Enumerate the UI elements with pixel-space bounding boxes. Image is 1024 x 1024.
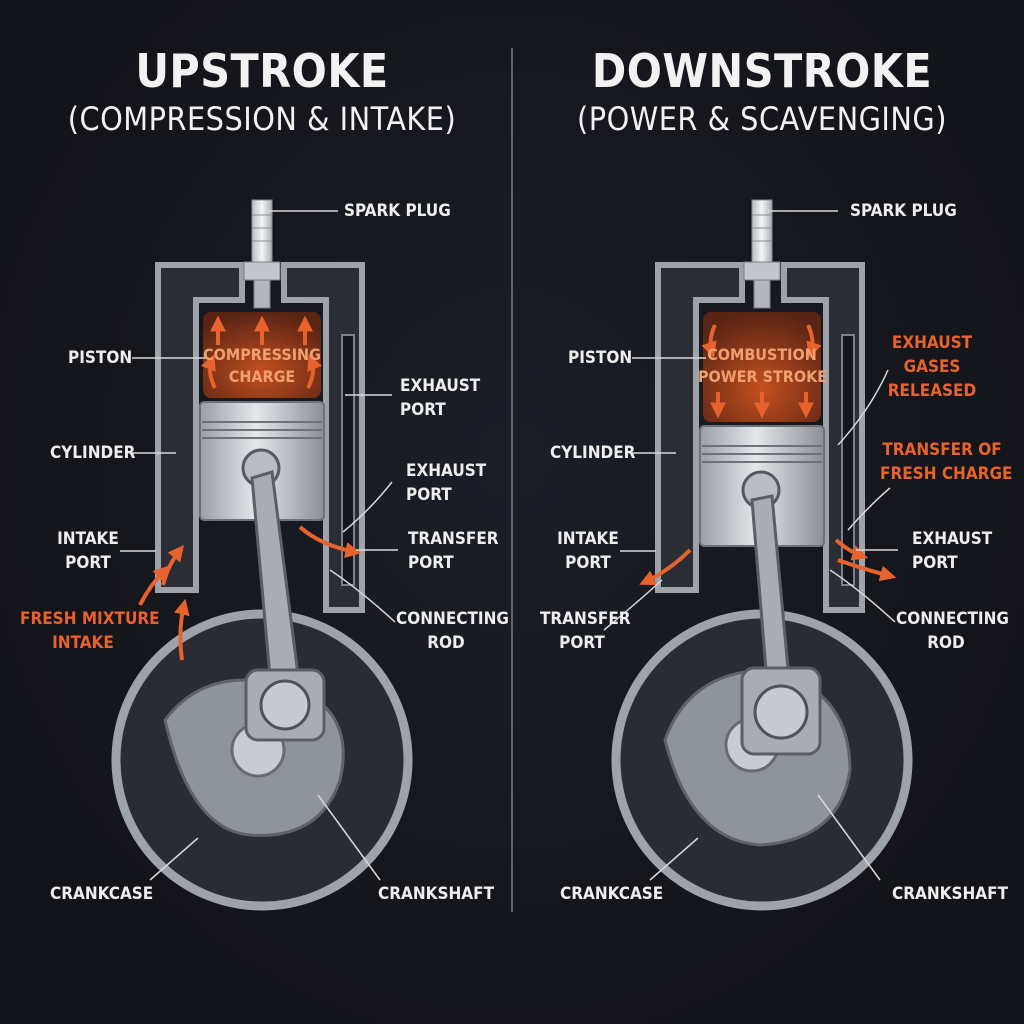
right-transfer-channel <box>841 334 855 586</box>
right-combustion-chamber <box>703 312 821 422</box>
right-title: DOWNSTROKE <box>591 44 933 98</box>
left-leader-lines <box>120 210 398 881</box>
left-transfer-channel <box>341 334 355 586</box>
right-label-crankcase: CRANKCASE <box>560 884 664 904</box>
right-subtitle: (POWER & SCAVENGING) <box>577 100 947 138</box>
right-label-crankshaft: CRANKSHAFT <box>892 884 1009 904</box>
left-label-piston: PISTON <box>68 348 133 368</box>
left-label-crankshaft: CRANKSHAFT <box>378 884 495 904</box>
left-flow-arrows <box>138 315 362 661</box>
right-cylinder-wall-left <box>655 262 745 593</box>
right-label-piston: PISTON <box>568 348 633 368</box>
left-spark-plug <box>251 199 273 267</box>
right-spark-plug <box>751 199 773 267</box>
left-cylinder-wall-left <box>155 262 245 593</box>
left-label-spark-plug: SPARK PLUG <box>344 201 451 221</box>
left-title: UPSTROKE <box>135 44 389 98</box>
left-label-cylinder: CYLINDER <box>50 443 136 463</box>
right-engine <box>603 199 913 911</box>
right-flow-arrows <box>639 324 897 586</box>
right-leader-lines <box>603 210 898 881</box>
right-label-cylinder: CYLINDER <box>550 443 636 463</box>
right-label-spark-plug: SPARK PLUG <box>850 201 957 221</box>
left-label-crankcase: CRANKCASE <box>50 884 154 904</box>
left-subtitle: (COMPRESSION & INTAKE) <box>67 100 457 138</box>
left-combustion-chamber <box>203 312 321 398</box>
left-engine <box>111 199 413 911</box>
